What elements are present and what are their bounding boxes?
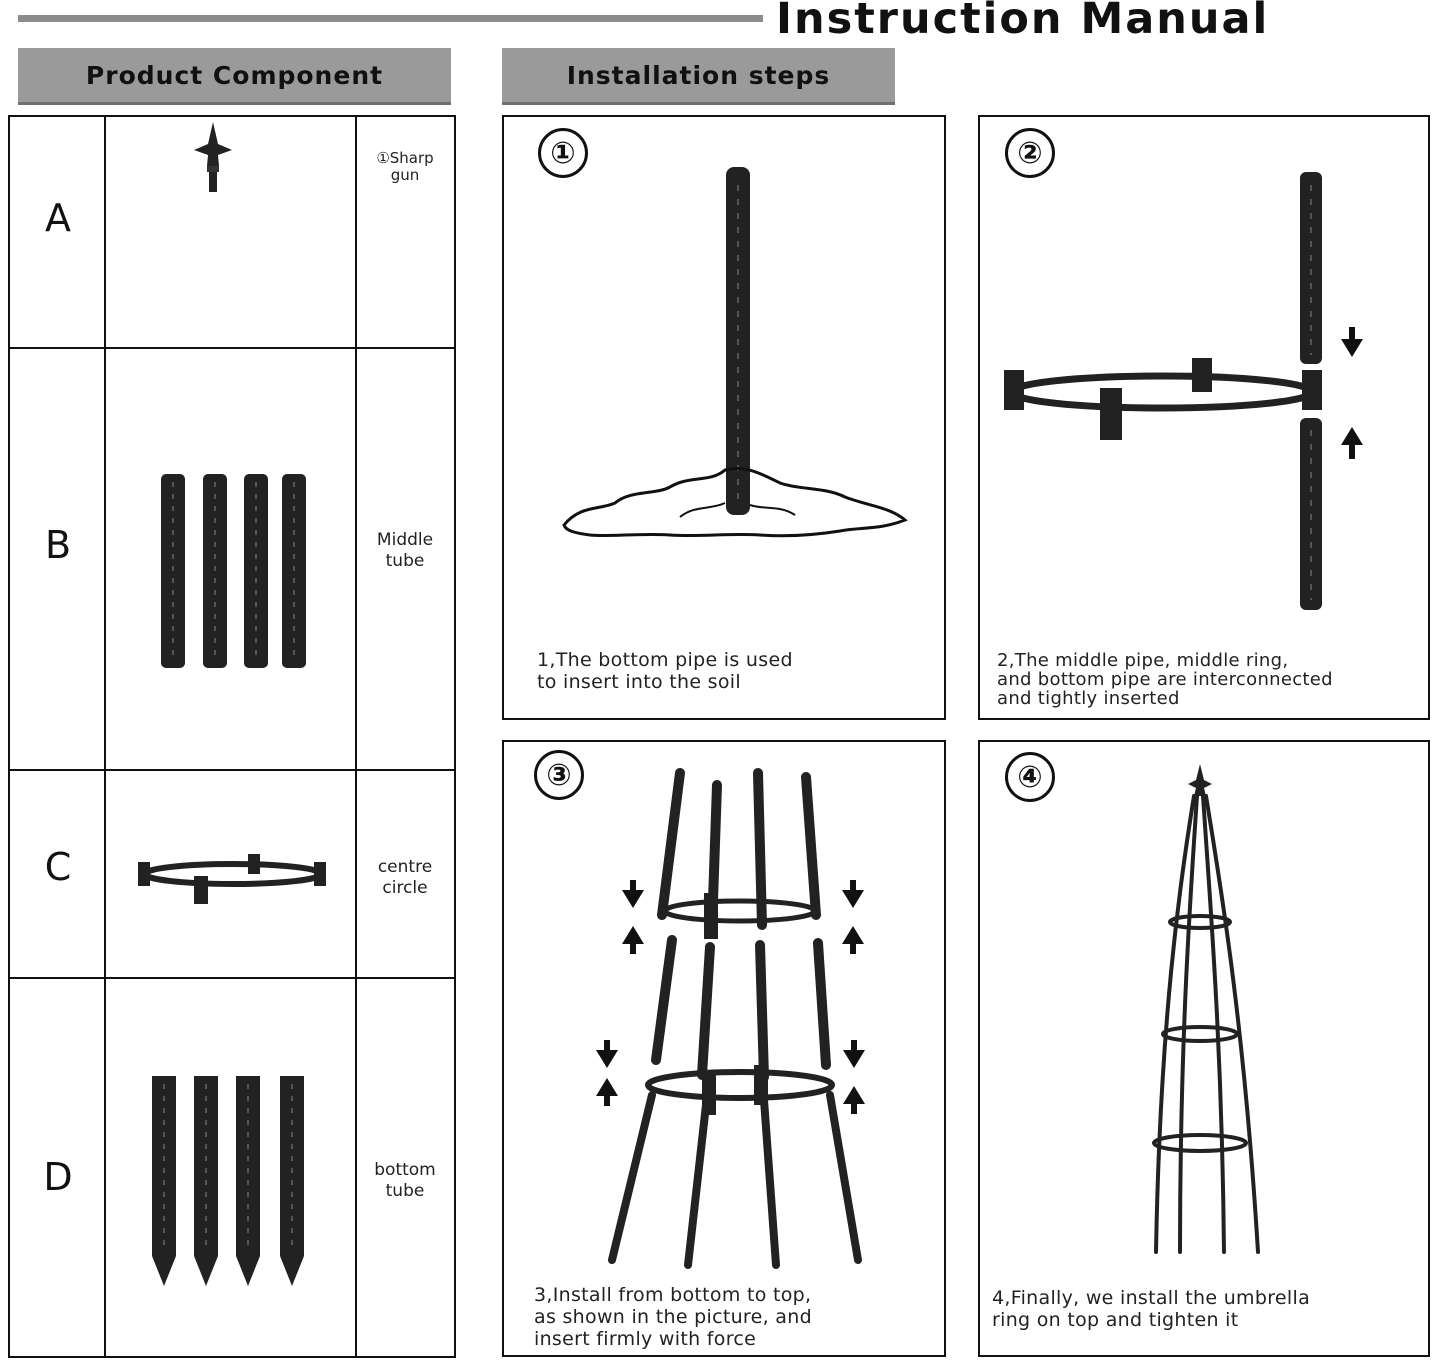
- step-caption-2: 2,The middle pipe, middle ring, and bott…: [997, 650, 1333, 709]
- table-divider: [8, 977, 456, 979]
- arrow-up-icon: [842, 926, 864, 954]
- step-number-2: ②: [1005, 128, 1055, 178]
- step-caption-3: 3,Install from bottom to top, as shown i…: [534, 1284, 812, 1350]
- step-panel-3: [502, 740, 946, 1357]
- component-name-c: centre circle: [377, 857, 433, 898]
- arrow-down-icon: [842, 880, 864, 908]
- arrow-up-icon: [622, 926, 644, 954]
- arrow-up-icon: [596, 1078, 618, 1106]
- step-number-4: ④: [1005, 752, 1055, 802]
- component-letter-a: A: [45, 196, 71, 240]
- title-rule: [18, 15, 763, 22]
- table-divider: [355, 115, 357, 1358]
- arrow-down-icon: [843, 1040, 865, 1068]
- step-number-1: ①: [538, 128, 588, 178]
- component-name-d: bottom tube: [374, 1160, 436, 1201]
- step-panel-2: [978, 115, 1430, 720]
- step-number-3: ③: [534, 750, 584, 800]
- step3-illustration: [608, 768, 862, 1269]
- component-letter-b: B: [44, 523, 72, 567]
- step-caption-4: 4,Finally, we install the umbrella ring …: [992, 1287, 1311, 1331]
- page-title: Instruction Manual: [776, 0, 1270, 44]
- components-table: [8, 115, 456, 1358]
- obelisk-trellis-icon: [1152, 764, 1260, 1254]
- arrow-down-icon: [1341, 327, 1363, 357]
- arrow-down-icon: [596, 1040, 618, 1068]
- component-name-b: Middle tube: [376, 530, 434, 571]
- step-panel-1: [502, 115, 946, 720]
- step2-illustration: [1004, 172, 1322, 610]
- middle-tube-icon: [161, 474, 306, 668]
- arrow-up-icon: [843, 1086, 865, 1114]
- bottom-tube-icon: [152, 1076, 304, 1286]
- arrow-up-icon: [1341, 427, 1363, 459]
- spike-finial-icon: [194, 122, 232, 192]
- section-tab-components: Product Component: [18, 48, 451, 105]
- component-letter-c: C: [44, 845, 72, 889]
- step1-illustration: [562, 167, 908, 538]
- centre-ring-icon: [138, 854, 326, 904]
- arrow-down-icon: [622, 880, 644, 908]
- section-tab-steps: Installation steps: [502, 48, 895, 105]
- table-divider: [8, 769, 456, 771]
- table-divider: [104, 115, 106, 1358]
- component-letter-d: D: [43, 1155, 73, 1199]
- table-divider: [8, 347, 456, 349]
- component-name-a: ①Sharp gun: [376, 149, 434, 184]
- step-caption-1: 1,The bottom pipe is used to insert into…: [537, 649, 793, 693]
- step-panel-4: [978, 740, 1430, 1357]
